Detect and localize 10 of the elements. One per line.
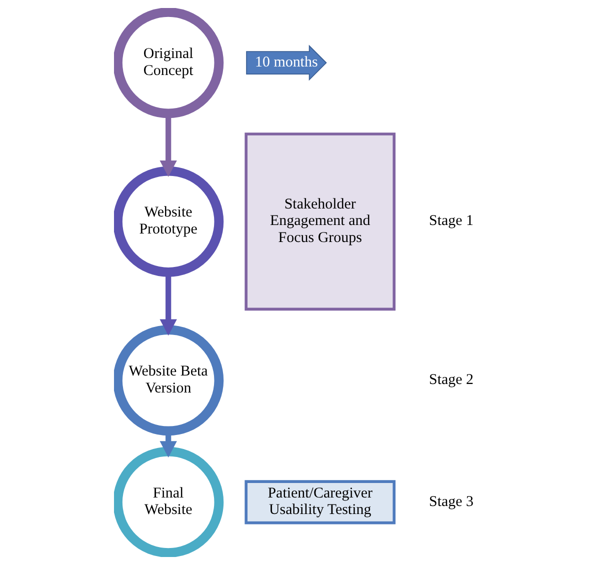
- label: Stage 3: [428, 494, 474, 510]
- node-circle: Website Beta Version: [114, 325, 224, 436]
- label: 10 months: [254, 54, 318, 70]
- node-circle: Original Concept: [114, 8, 224, 118]
- node-box: Patient/Caregiver Usability Testing: [244, 480, 396, 524]
- node-circle: Website Prototype: [114, 166, 224, 277]
- node-circle: Final Website: [114, 446, 224, 557]
- label: Stage 2: [428, 372, 474, 388]
- node-box: Stakeholder Engagement and Focus Groups: [244, 132, 396, 311]
- label: Stage 1: [428, 213, 474, 230]
